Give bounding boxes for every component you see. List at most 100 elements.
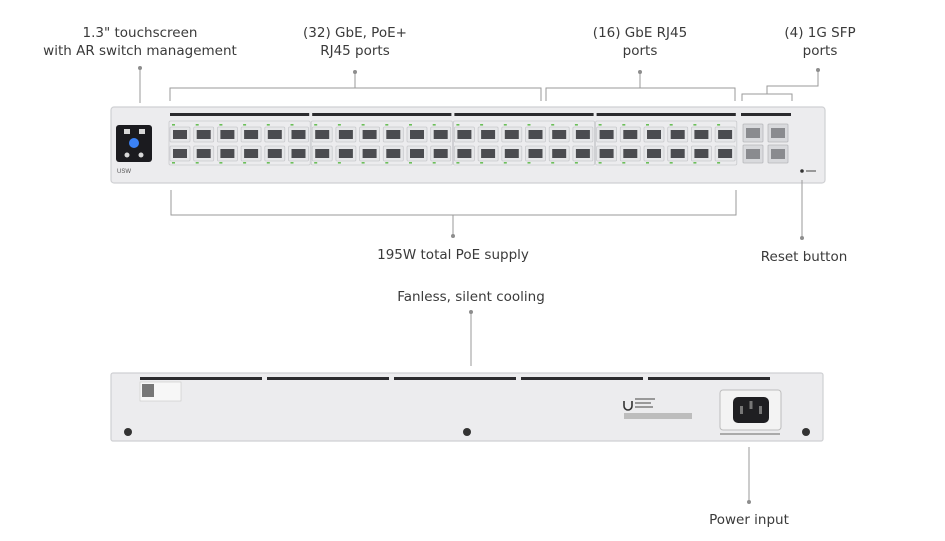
vent-slots [140,377,770,380]
model-badge: USW [117,169,131,175]
gbe-ports-label-line2: ports [622,43,658,59]
gbe-rj45-port[interactable] [548,124,570,143]
vent-slot [394,377,516,380]
poe-rj45-port[interactable] [501,145,523,164]
poe-rj45-port[interactable] [430,145,452,164]
gbe-ports-label: (16) GbE RJ45 ports [570,24,710,60]
poe-rj45-port[interactable] [240,124,262,143]
sfp-port[interactable] [742,144,764,164]
poe-rj45-port[interactable] [311,145,333,164]
front-chassis [110,106,826,184]
callout-lines [139,68,819,502]
poe-supply-label: 195W total PoE supply [377,247,529,263]
poe-ports-bracket [169,72,542,101]
poe-rj45-port[interactable] [525,124,546,143]
poe-rj45-port[interactable] [335,124,357,143]
port-group-frame [168,120,311,166]
poe-rj45-port[interactable] [288,145,309,164]
reset-button[interactable] [800,169,804,173]
poe-rj45-port[interactable] [501,124,523,143]
gbe-rj45-port[interactable] [596,145,617,164]
certification-marks [623,398,692,419]
port-group-frame [310,120,453,166]
port-group-bar [454,113,594,116]
touchscreen-label-line1: 1.3" touchscreen [82,25,198,41]
poe-supply-bracket [170,190,737,235]
poe-rj45-port[interactable] [382,145,404,164]
gbe-rj45-port[interactable] [596,124,617,143]
sfp-port[interactable] [767,123,789,143]
poe-rj45-port[interactable] [453,145,475,164]
gbe-rj45-port[interactable] [691,124,712,143]
poe-rj45-port[interactable] [216,124,238,143]
touchscreen-label-line2: with AR switch management [43,43,237,59]
sfp-ports-label: (4) 1G SFP ports [770,24,870,60]
reset-label-mark [806,170,816,172]
sfp-port[interactable] [767,144,789,164]
cooling-label: Fanless, silent cooling [397,289,545,305]
touchscreen-icons [124,129,145,158]
rear-chassis [110,372,824,442]
vent-slot [648,377,770,380]
front-panel: USW [110,106,826,184]
sfp-ports-label-line2: ports [802,43,838,59]
gbe-rj45-port[interactable] [643,145,665,164]
gbe-rj45-port[interactable] [572,124,594,143]
gbe-rj45-port[interactable] [548,145,570,164]
poe-rj45-port[interactable] [406,124,428,143]
vent-slot [521,377,643,380]
poe-rj45-port[interactable] [216,145,238,164]
poe-rj45-port[interactable] [264,124,286,143]
poe-rj45-port[interactable] [311,124,333,143]
gbe-rj45-port[interactable] [667,145,689,164]
callout-dots [138,66,820,504]
gbe-rj45-port[interactable] [643,124,665,143]
poe-rj45-port[interactable] [477,124,499,143]
poe-rj45-port[interactable] [359,145,381,164]
gbe-rj45-port[interactable] [714,124,736,143]
port-group-bar [312,113,452,116]
gbe-rj45-port[interactable] [667,124,689,143]
poe-rj45-port[interactable] [525,145,546,164]
reset-button-label: Reset button [760,249,848,265]
poe-ports-label-line2: RJ45 ports [320,43,390,59]
poe-ports-label-line1: (32) GbE, PoE+ [303,25,407,41]
qr-code [142,384,154,397]
gbe-ports-bracket [545,72,736,101]
gbe-rj45-port[interactable] [691,145,712,164]
sfp-group-bar [741,113,791,116]
front-port-array [168,113,738,166]
gbe-rj45-port[interactable] [619,145,641,164]
gbe-rj45-port[interactable] [714,145,736,164]
poe-rj45-port[interactable] [477,145,499,164]
touchscreen-label: 1.3" touchscreen with AR switch manageme… [40,24,240,60]
power-input-label: Power input [709,512,789,528]
poe-rj45-port[interactable] [359,124,381,143]
poe-rj45-port[interactable] [193,124,215,143]
poe-rj45-port[interactable] [169,145,191,164]
poe-rj45-port[interactable] [264,145,286,164]
port-group-frame [452,120,595,166]
poe-rj45-port[interactable] [169,124,191,143]
rear-screw-center [463,428,471,436]
sfp-ports-label-line1: (4) 1G SFP [784,25,856,41]
gbe-ports-label-line1: (16) GbE RJ45 [592,25,688,41]
power-socket[interactable] [733,397,769,423]
sfp-port-array [741,113,791,164]
poe-rj45-port[interactable] [406,145,428,164]
sfp-ports-bracket [741,70,819,101]
poe-rj45-port[interactable] [430,124,452,143]
sfp-port[interactable] [742,123,764,143]
gbe-rj45-port[interactable] [572,145,594,164]
poe-rj45-port[interactable] [335,145,357,164]
vent-slot [140,377,262,380]
poe-rj45-port[interactable] [240,145,262,164]
gbe-rj45-port[interactable] [619,124,641,143]
power-rating-text [720,433,780,435]
port-group-bar [596,113,736,116]
poe-rj45-port[interactable] [288,124,309,143]
poe-rj45-port[interactable] [453,124,475,143]
poe-rj45-port[interactable] [193,145,215,164]
poe-rj45-port[interactable] [382,124,404,143]
vent-slot [267,377,389,380]
